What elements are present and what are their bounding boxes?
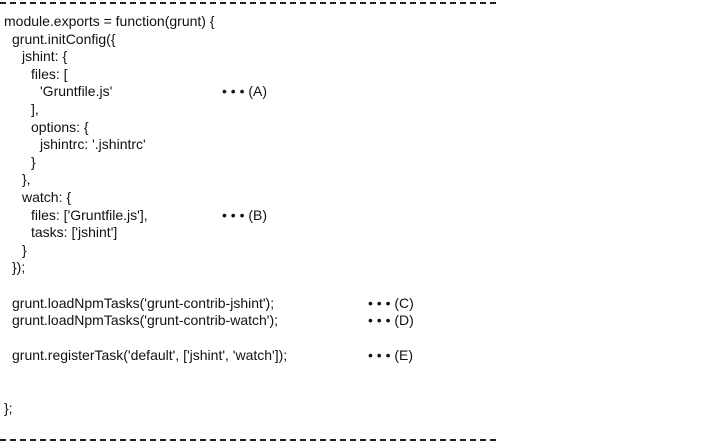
code-line: jshint: { [22, 48, 68, 65]
code-line: files: ['Gruntfile.js'], • • • (B) [4, 207, 704, 225]
code-text: files: ['Gruntfile.js'], [31, 206, 148, 223]
code-line: }; [4, 400, 13, 417]
blank-line [4, 365, 704, 383]
code-line: files: [ [31, 65, 68, 82]
code-line: grunt.loadNpmTasks('grunt-contrib-watch'… [4, 312, 704, 330]
annotation-a: • • • (A) [222, 83, 268, 100]
code-text: grunt.loadNpmTasks('grunt-contrib-jshint… [12, 294, 275, 311]
code-line: ], [31, 100, 39, 117]
annotation-c: • • • (C) [368, 294, 414, 311]
annotation-b: • • • (B) [222, 206, 268, 223]
blank-line [4, 277, 704, 295]
code-line: watch: { [22, 188, 72, 205]
code-line: grunt.loadNpmTasks('grunt-contrib-jshint… [4, 295, 704, 313]
code-line: grunt.registerTask('default', ['jshint',… [4, 347, 704, 365]
code-text: 'Gruntfile.js' [40, 83, 113, 100]
code-listing: module.exports = function(grunt) { grunt… [4, 13, 704, 418]
annotation-e: • • • (E) [368, 347, 414, 364]
code-line: }); [12, 259, 26, 276]
blank-line [4, 330, 704, 348]
annotation-d: • • • (D) [368, 312, 414, 329]
blank-line [4, 382, 704, 400]
bottom-dashed-divider [0, 439, 496, 441]
code-line: tasks: ['jshint'] [31, 224, 118, 241]
code-line: }, [22, 171, 31, 188]
code-line: jshintrc: '.jshintrc' [40, 136, 146, 153]
code-line: } [31, 153, 36, 170]
code-text: grunt.loadNpmTasks('grunt-contrib-watch'… [12, 312, 278, 329]
code-text: grunt.registerTask('default', ['jshint',… [12, 347, 288, 364]
top-dashed-divider [0, 2, 496, 4]
code-line: options: { [31, 118, 89, 135]
code-line: grunt.initConfig({ [12, 30, 116, 47]
code-line: 'Gruntfile.js' • • • (A) [4, 83, 704, 101]
code-line: } [22, 241, 27, 258]
code-line: module.exports = function(grunt) { [4, 13, 215, 29]
